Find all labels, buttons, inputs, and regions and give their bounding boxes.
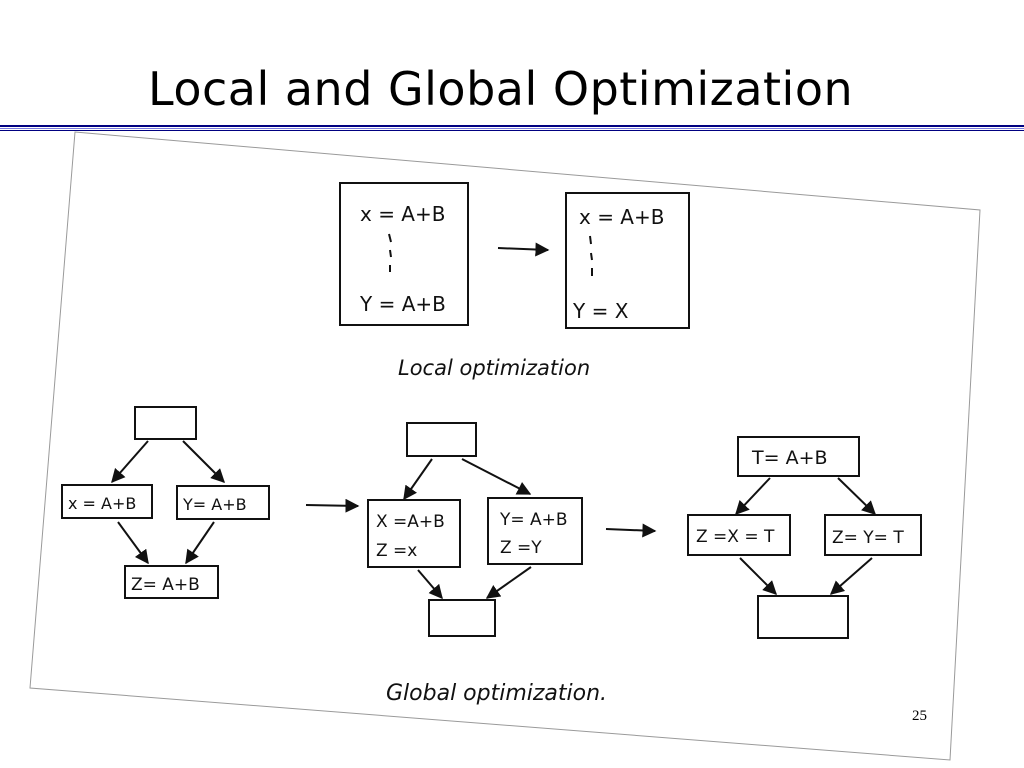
g3-left-block <box>687 514 791 556</box>
g1-left-block <box>61 484 153 519</box>
g3-edge <box>739 557 777 595</box>
title-underline <box>0 125 1024 127</box>
slide-number: 25 <box>912 708 927 724</box>
g2-edge <box>461 458 532 495</box>
g2-to-g3-arrow <box>605 523 657 538</box>
g2-right-line2: Z =Y <box>500 538 542 558</box>
g1-right-block <box>176 485 270 520</box>
local-caption: Local optimization <box>398 356 590 380</box>
g3-right-block <box>824 514 922 556</box>
global-caption: Global optimization. <box>386 681 607 706</box>
local-after-line2: Y = X <box>572 299 629 323</box>
local-after-line1: x = A+B <box>579 205 664 229</box>
local-before-line1: x = A+B <box>360 202 445 226</box>
ellipsis-dot <box>589 235 592 245</box>
local-before-block <box>339 182 469 326</box>
local-before-line2: Y = A+B <box>359 292 446 316</box>
ellipsis-dot <box>388 233 392 243</box>
g1-join-block <box>124 565 219 599</box>
g2-edge <box>403 458 433 501</box>
g3-entry-block <box>737 436 860 477</box>
g3-right-label: Z= Y= T <box>832 528 904 548</box>
g3-edge <box>829 557 873 595</box>
g3-top-label: T= A+B <box>751 447 828 469</box>
g3-edge <box>735 477 771 516</box>
g2-right-block <box>487 497 583 565</box>
title-underline-accent <box>0 128 1024 129</box>
ellipsis-dot <box>389 249 392 258</box>
title-underline-lower <box>0 130 1024 131</box>
local-arrow <box>497 242 550 257</box>
g2-edge <box>485 566 532 599</box>
slide-title: Local and Global Optimization <box>148 62 854 116</box>
g2-left-line1: X =A+B <box>376 512 445 532</box>
g2-right-line1: Y= A+B <box>499 510 568 530</box>
g1-edge <box>117 521 149 565</box>
g3-edge <box>837 477 877 515</box>
g1-edge <box>185 521 215 565</box>
local-after-block <box>565 192 690 329</box>
g1-entry-block <box>134 406 197 440</box>
g1-join-label: Z= A+B <box>131 575 200 595</box>
ellipsis-dot <box>590 252 593 261</box>
g3-join-block <box>757 595 849 639</box>
g1-right-label: Y= A+B <box>182 495 247 514</box>
g3-left-label: Z =X = T <box>696 527 775 547</box>
g1-edge <box>111 440 149 484</box>
g2-join-block <box>428 599 496 637</box>
paper-sheet <box>29 131 981 761</box>
g2-left-block <box>367 499 461 568</box>
g1-to-g2-arrow <box>305 498 360 513</box>
g1-edge <box>182 440 225 483</box>
g2-edge <box>417 569 443 600</box>
g2-left-line2: Z =x <box>376 541 417 561</box>
g2-entry-block <box>406 422 477 457</box>
g1-left-label: x = A+B <box>68 494 136 513</box>
